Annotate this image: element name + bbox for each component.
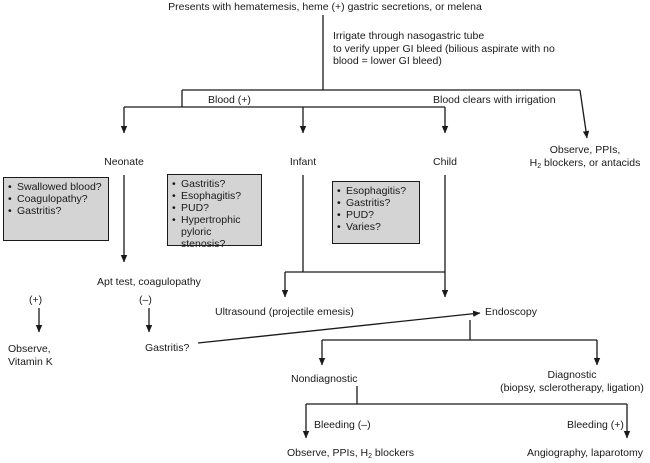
nondiagnostic-label: Nondiagnostic [291, 373, 358, 385]
diagnostic-detail: (biopsy, sclerotherapy, ligation) [500, 381, 644, 394]
observe-top-subscript: 2 [537, 162, 542, 170]
irrigate-line-3: blood = lower GI bleed) [333, 55, 442, 67]
irrigate-note: Irrigate through nasogastric tube to ver… [333, 30, 555, 68]
gastritis-question: Gastritis? [145, 342, 190, 354]
child-differential-box: Esophagitis? Gastritis? PUD? Varies? [332, 181, 420, 244]
diagnostic-outcome: Diagnostic (biopsy, sclerotherapy, ligat… [497, 369, 647, 394]
arrow-to-observe-top [579, 89, 590, 139]
child-dx-3: PUD? [337, 209, 415, 221]
blood-clears-label: Blood clears with irrigation [433, 94, 556, 106]
blood-positive-label: Blood (+) [208, 94, 251, 106]
infant-differential-box: Gastritis? Esophagitis? PUD? Hypertrophi… [167, 174, 262, 250]
arrow-gastritis-to-endoscopy [197, 310, 481, 344]
bleeding-negative-label: Bleeding (–) [314, 419, 371, 431]
child-label: Child [433, 156, 457, 168]
endoscopy-label: Endoscopy [485, 306, 537, 318]
neonate-dx-2: Coagulopathy? [8, 193, 104, 205]
observe-top-rest: blockers, or antacids [541, 156, 641, 169]
neonate-dx-3: Gastritis? [8, 205, 104, 217]
bleeding-positive-label: Bleeding (+) [567, 419, 624, 431]
observe-vitk-line-1: Observe, [8, 343, 51, 355]
child-dx-2: Gastritis? [337, 197, 415, 209]
observe-bottom-subscript: 2 [368, 453, 373, 460]
angiography-laparotomy: Angiography, laparotomy [527, 447, 643, 459]
infant-label: Infant [289, 156, 317, 168]
diagnostic-label: Diagnostic [547, 369, 597, 381]
child-dx-1: Esophagitis? [337, 185, 415, 197]
observe-ppis-h2-blockers: Observe, PPIs, H2 blockers [287, 447, 414, 460]
ultrasound-label: Ultrasound (projectile emesis) [215, 306, 354, 318]
observe-top-line-2: H2 blockers, or antacids [522, 157, 648, 170]
neonate-label: Neonate [104, 156, 144, 168]
observe-vitamin-k: Observe, Vitamin K [8, 343, 53, 368]
observe-bottom-text: Observe, PPIs, H [287, 447, 369, 459]
observe-ppis-antacids: Observe, PPIs, H2 blockers, or antacids [522, 144, 648, 170]
infant-dx-2: Esophagitis? [172, 190, 257, 202]
observe-bottom-rest: blockers [372, 447, 415, 459]
neonate-dx-1: Swallowed blood? [8, 181, 104, 193]
infant-dx-3: PUD? [172, 202, 257, 214]
minus-result-label: (–) [139, 294, 152, 306]
irrigate-line-2: to verify upper GI bleed (bilious aspira… [333, 42, 555, 55]
plus-result-label: (+) [29, 294, 43, 306]
presenting-symptoms: Presents with hematemesis, heme (+) gast… [168, 1, 482, 13]
apt-test-label: Apt test, coagulopathy [97, 276, 201, 288]
irrigate-line-1: Irrigate through nasogastric tube [333, 30, 485, 42]
infant-dx-4: Hypertrophic pyloric stenosis? [172, 214, 257, 250]
observe-top-h: H [529, 156, 538, 169]
observe-vitk-line-2: Vitamin K [8, 355, 53, 368]
observe-top-line-1: Observe, PPIs, [549, 144, 621, 156]
infant-dx-1: Gastritis? [172, 178, 257, 190]
neonate-differential-box: Swallowed blood? Coagulopathy? Gastritis… [3, 177, 109, 241]
child-dx-4: Varies? [337, 221, 415, 233]
